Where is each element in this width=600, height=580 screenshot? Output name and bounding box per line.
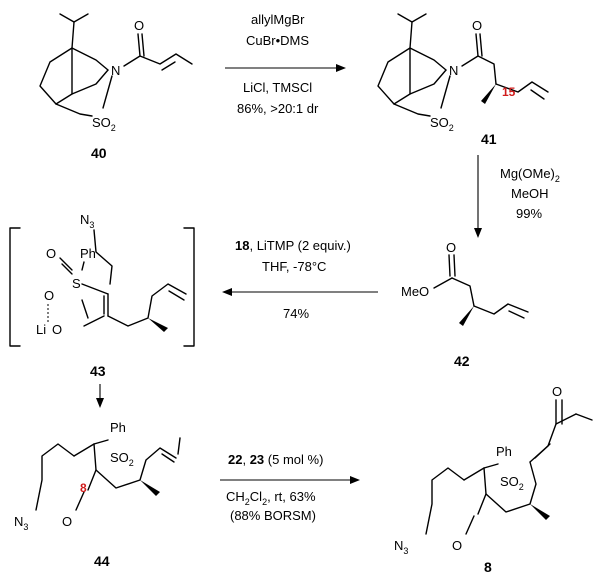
conditions-step-5: 22, 23 (5 mol %) CH2Cl2, rt, 63% (88% BO… <box>226 452 323 523</box>
yield-borsm: (88% BORSM) <box>230 508 316 523</box>
atom-o: O <box>446 240 456 255</box>
atom-ph: Ph <box>80 246 96 261</box>
atom-so2: SO2 <box>430 115 454 133</box>
atom-ph: Ph <box>110 420 126 435</box>
conditions-step-1: allylMgBr CuBr•DMS LiCl, TMSCl 86%, >20:… <box>237 12 319 116</box>
reaction-arrow-1 <box>225 64 346 72</box>
compound-8-structure: N3 Ph SO2 O O <box>394 384 593 556</box>
atom-so2: SO2 <box>92 115 116 133</box>
reaction-arrow-2 <box>474 155 482 238</box>
atom-so2: SO2 <box>500 474 524 492</box>
reagent-mg-ome-2: Mg(OMe)2 <box>500 166 560 184</box>
reagent-dcm-conditions: CH2Cl2, rt, 63% <box>226 489 316 507</box>
atom-o: O <box>44 288 54 303</box>
stereocenter-8-label-44: 8 <box>80 481 87 495</box>
atom-li: Li <box>36 322 46 337</box>
reaction-arrow-4 <box>96 384 104 408</box>
reagent-meoh: MeOH <box>511 186 549 201</box>
compound-44-structure: N3 Ph SO2 O <box>14 420 181 532</box>
atom-o: O <box>552 384 562 399</box>
compound-label-41: 41 <box>481 131 497 147</box>
reaction-arrow-3 <box>222 288 378 296</box>
atom-n: N <box>111 63 120 78</box>
atom-o: O <box>134 18 144 33</box>
reagent-cubr-dms: CuBr•DMS <box>246 33 309 48</box>
atom-o: O <box>62 514 72 529</box>
compound-40-structure: O N SO2 <box>39 13 193 133</box>
azide-n3: N3 <box>14 514 28 532</box>
atom-so2: SO2 <box>110 450 134 468</box>
atom-meo: MeO <box>401 284 429 299</box>
yield-step-2: 99% <box>516 206 542 221</box>
azide-n3: N3 <box>394 538 408 556</box>
yield-step-1: 86%, >20:1 dr <box>237 101 319 116</box>
stereocenter-15-label: 15 <box>502 85 516 99</box>
atom-o: O <box>46 246 56 261</box>
compound-label-42: 42 <box>454 353 470 369</box>
atom-o: O <box>472 18 482 33</box>
yield-step-3: 74% <box>283 306 309 321</box>
azide-n3: N3 <box>80 212 94 230</box>
atom-n: N <box>449 63 458 78</box>
compound-42-structure: O MeO <box>401 240 529 326</box>
atom-s: S <box>72 276 81 291</box>
reagent-thf-temp: THF, -78°C <box>262 259 326 274</box>
atom-ph: Ph <box>496 444 512 459</box>
reaction-arrow-5 <box>220 476 360 484</box>
atom-o: O <box>452 538 462 553</box>
reagent-allylmgbr: allylMgBr <box>251 12 305 27</box>
reagent-18-litmp: 18, LiTMP (2 equiv.) <box>235 238 351 253</box>
compound-label-43: 43 <box>90 363 106 379</box>
conditions-step-3: 18, LiTMP (2 equiv.) THF, -78°C 74% <box>235 238 351 321</box>
compound-label-44: 44 <box>94 553 110 569</box>
reagent-licl-tmscl: LiCl, TMSCl <box>243 80 312 95</box>
compound-43-structure: N3 O Ph S O Li O <box>9 212 195 347</box>
compound-label-8: 8 <box>484 559 492 575</box>
atom-o: O <box>52 322 62 337</box>
reagent-22-23-catalyst: 22, 23 (5 mol %) <box>228 452 323 467</box>
conditions-step-2: Mg(OMe)2 MeOH 99% <box>500 166 560 221</box>
compound-41-structure: O N SO2 <box>377 13 549 133</box>
compound-label-40: 40 <box>91 145 107 161</box>
